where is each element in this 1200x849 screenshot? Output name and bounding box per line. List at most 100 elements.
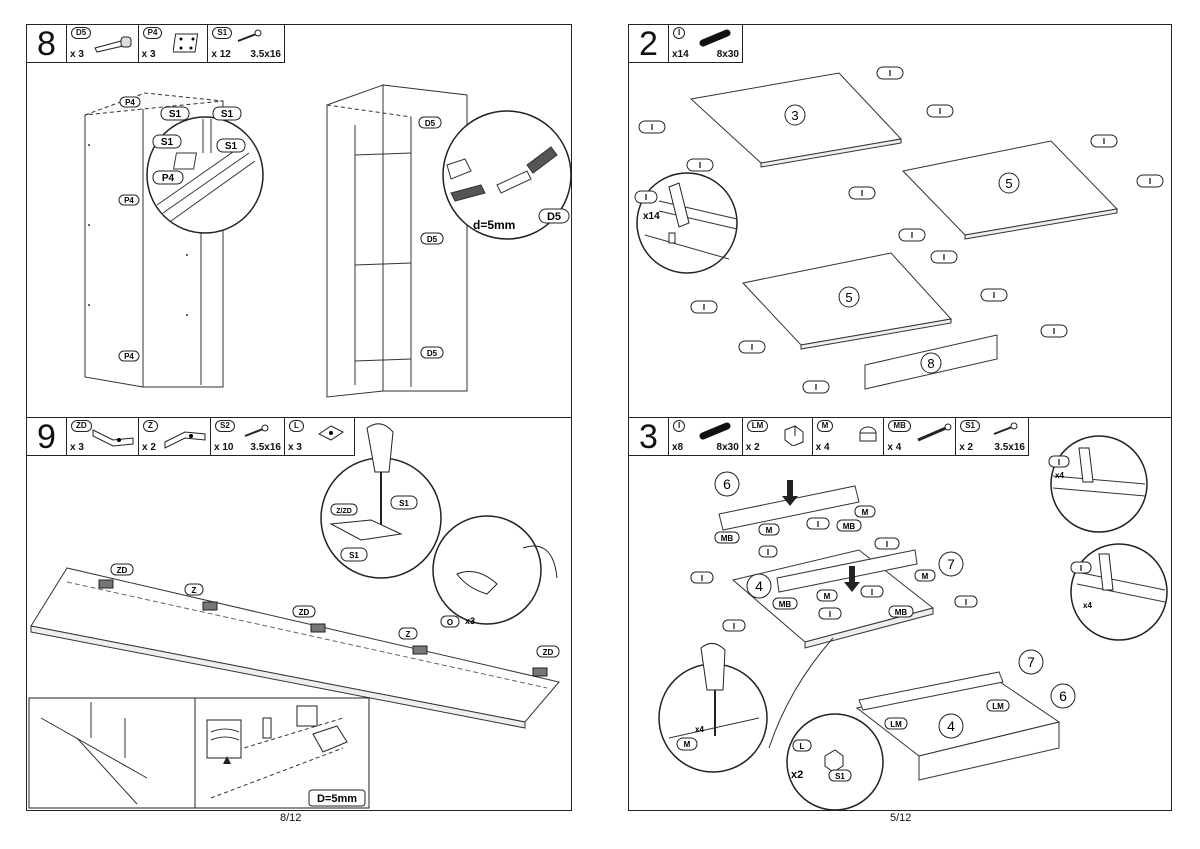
step-8-illustration: P4 P4 P4 S1 S1 S1 S1 P4 (84, 84, 572, 398)
svg-text:I: I (1103, 137, 1105, 146)
label-s1-top: S1 (390, 495, 418, 510)
part-lm: LM x 2 (743, 418, 813, 455)
zoom-i-label-b: I (1070, 561, 1092, 574)
svg-text:MB: MB (721, 534, 734, 543)
page-number: 5/12 (890, 812, 912, 824)
svg-text:6: 6 (1059, 688, 1067, 704)
svg-text:MB: MB (779, 600, 792, 609)
zoom-qty-a: x4 (1055, 471, 1064, 480)
screw-icon (993, 422, 1018, 435)
svg-text:I: I (965, 598, 967, 607)
part-code: M (816, 420, 834, 432)
step-3-panel: 3 I x8 8x30 LM x 2 M x 4 MB x 4 (628, 417, 1172, 811)
dowel-icon (699, 29, 731, 47)
svg-text:S1: S1 (225, 141, 238, 152)
left-page: 8 D5 x 3 P4 x 3 S1 x 12 3.5x16 (26, 24, 572, 824)
part-m: M x 4 (813, 418, 885, 455)
step-3-illustration: 6 4 7 M MB I I MB M I M I MB M I (658, 435, 1168, 811)
svg-text:O: O (447, 618, 453, 627)
part-qty: x 3 (70, 49, 84, 60)
label-d5-2: D5 (420, 232, 444, 245)
part-qty: x 2 (142, 442, 156, 453)
step-9-panel: 9 ZD x 3 Z x 2 S2 x 10 3.5x16 L x 3 (26, 417, 572, 811)
svg-text:L: L (800, 742, 805, 751)
part-size: 3.5x16 (250, 442, 281, 453)
panel-7-label-a: 7 (938, 551, 964, 577)
svg-text:S1: S1 (835, 772, 845, 781)
part-qty: x14 (672, 49, 689, 60)
parts-list: D5 x 3 P4 x 3 S1 x 12 3.5x16 (67, 25, 285, 63)
cam-bolt-icon (917, 423, 952, 442)
svg-text:7: 7 (1027, 654, 1035, 670)
part-s1: S1 x 2 3.5x16 (956, 418, 1028, 455)
svg-text:M: M (922, 572, 929, 581)
step-2-illustration: 3 5 5 8 I I I I I I I I I I (634, 66, 1164, 394)
step3-labels: M MB I I MB M I M I MB M I I MB I I (690, 505, 978, 632)
part-d5: D5 x 3 (67, 25, 139, 62)
svg-text:I: I (911, 231, 913, 240)
part-z: Z x 2 (139, 418, 211, 455)
part-i: I x14 8x30 (669, 25, 742, 62)
panel-5-label-a: 5 (998, 172, 1020, 194)
svg-text:S1: S1 (349, 551, 359, 560)
label-z-1: Z (184, 583, 204, 596)
part-qty: x 2 (959, 442, 974, 453)
svg-text:6: 6 (723, 476, 731, 492)
svg-text:S1: S1 (221, 109, 234, 120)
zoom-qty-c: x4 (695, 725, 704, 734)
svg-text:5: 5 (845, 290, 852, 305)
cam-lock-icon (859, 426, 877, 442)
svg-text:I: I (886, 540, 888, 549)
label-zd-3: ZD (536, 645, 560, 658)
part-s2: S2 x 10 3.5x16 (211, 418, 285, 455)
step-number: 8 (27, 25, 67, 63)
page-number: 8/12 (280, 812, 302, 824)
svg-text:I: I (861, 189, 863, 198)
zoom-qty: x14 (643, 211, 660, 222)
connector-icon (784, 425, 804, 446)
part-code: MB (888, 420, 911, 432)
drill-size-label: d=5mm (473, 218, 515, 232)
svg-text:S1: S1 (161, 137, 174, 148)
panel-6-label-a: 6 (714, 471, 740, 497)
lm-label-b: LM (986, 699, 1010, 712)
part-s1: S1 x 12 3.5x16 (208, 25, 284, 62)
plate-icon (318, 425, 344, 441)
svg-text:D5: D5 (427, 235, 438, 244)
svg-text:D5: D5 (547, 211, 561, 223)
svg-text:I: I (815, 383, 817, 392)
part-l: L x 3 (285, 418, 353, 455)
label-p4-bottom: P4 (118, 350, 140, 362)
svg-text:Z/ZD: Z/ZD (336, 508, 352, 515)
step-number: 2 (629, 25, 669, 63)
label-d5-1: D5 (418, 116, 442, 129)
zoom-m-label: M (676, 737, 698, 751)
part-code: ZD (71, 420, 92, 432)
plate-icon (172, 33, 198, 53)
part-qty: x 3 (70, 442, 84, 453)
step-2-panel: 2 I x14 8x30 3 5 5 8 (628, 24, 1172, 418)
svg-text:I: I (1053, 327, 1055, 336)
label-s1-a: S1 (160, 106, 190, 121)
part-code: LM (746, 420, 769, 432)
panel-5-label-b: 5 (838, 286, 860, 308)
zoom-i-label-a: I (1048, 455, 1070, 468)
svg-text:P4: P4 (125, 98, 135, 107)
part-i: I x8 8x30 (669, 418, 743, 455)
part-code: Z (143, 420, 158, 432)
svg-text:I: I (1058, 458, 1060, 467)
screw-icon (237, 29, 262, 42)
svg-text:LM: LM (890, 720, 902, 729)
step-9-illustration: ZD Z ZD Z ZD Z/ZD S1 S1 O x3 (28, 423, 560, 809)
label-s1-bottom: S1 (340, 547, 368, 562)
label-p4-top: P4 (119, 96, 141, 108)
part-qty: x 2 (745, 442, 760, 453)
step-number: 3 (629, 418, 669, 456)
label-s1-d: S1 (216, 138, 246, 153)
svg-text:ZD: ZD (543, 648, 554, 657)
hinge-icon (164, 431, 206, 449)
panel-4-label-a: 4 (746, 573, 772, 599)
part-code: P4 (142, 27, 163, 39)
label-s1-c: S1 (152, 134, 182, 149)
svg-text:I: I (767, 548, 769, 557)
